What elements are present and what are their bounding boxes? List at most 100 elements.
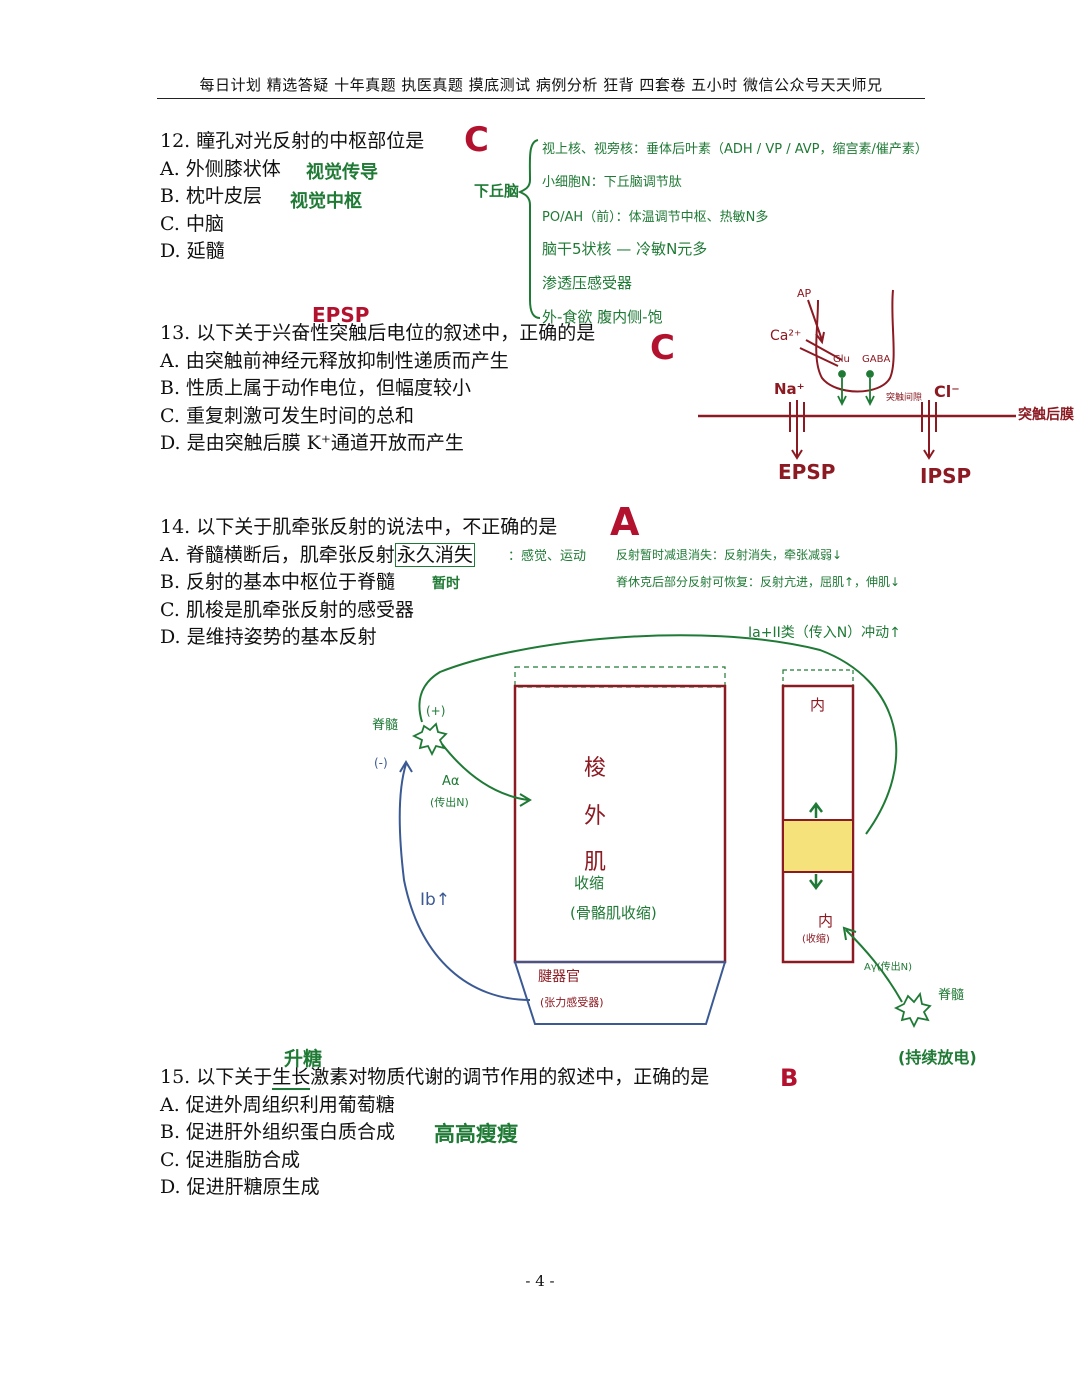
stretch-arrow-down xyxy=(809,874,823,891)
option-12-d: D. 延髓 xyxy=(160,240,225,262)
transmitter-release xyxy=(837,370,875,407)
synapse-cl-label: Cl⁻ xyxy=(934,382,960,401)
answer-15: B xyxy=(780,1064,799,1092)
question-13-stem-pre: 13. 以下关于兴奋性 xyxy=(160,322,330,344)
option-15-c: C. 促进脂肪合成 xyxy=(160,1148,300,1171)
page-header: 每日计划 精选答疑 十年真题 执医真题 摸底测试 病例分析 狂背 四套卷 五小时… xyxy=(157,74,925,99)
stretch-arrow-up xyxy=(809,801,823,818)
efferent-a-gamma xyxy=(842,926,903,1003)
intrafusal-bottom-label: 内 xyxy=(818,912,834,930)
side-note-14-1: 反射暂时减退消失：反射消失，牵张减弱↓ xyxy=(616,548,843,562)
spindle-highlight xyxy=(782,819,854,873)
option-14-a-boxed: 永久消失 xyxy=(394,542,475,567)
spinal-cord-right-label: 脊髓 xyxy=(938,988,965,1003)
question-12: 12. 瞳孔对光反射的中枢部位是 A. 外侧膝状体 B. 枕叶皮层 C. 中脑 … xyxy=(160,128,424,266)
option-14-b: B. 反射的基本中枢位于脊髓 xyxy=(160,571,396,593)
option-15-d: D. 促进肝糖原生成 xyxy=(160,1176,320,1198)
extrafusal-contract-sub-label: (骨骼肌收缩) xyxy=(570,904,657,922)
question-14: 14. 以下关于肌牵张反射的说法中，不正确的是 A. 脊髓横断后，肌牵张反射永久… xyxy=(160,514,557,652)
hypothalamus-brace xyxy=(517,139,541,319)
brace-item-5: 渗透压感受器 xyxy=(542,274,633,292)
option-12-b: B. 枕叶皮层 xyxy=(160,185,263,207)
synapse-ca-label: Ca²⁺ xyxy=(770,328,802,344)
ap-arrow xyxy=(807,299,825,345)
extrafusal-contract-label: 收缩 xyxy=(574,874,605,892)
option-13-d: D. 是由突触后膜 K⁺通道开放而产生 xyxy=(160,432,464,454)
annot-15: 升糖 xyxy=(284,1048,323,1070)
page-number: - 4 - xyxy=(525,1272,555,1290)
extrafusal-fiber xyxy=(513,684,727,964)
question-15-stem-post: 激素对物质代谢的调节作用的叙述中，正确的是 xyxy=(310,1066,710,1088)
synapse-ap-label: AP xyxy=(797,287,812,300)
answer-13: C xyxy=(650,328,675,368)
glu-vesicle xyxy=(838,370,846,378)
ca-arrows xyxy=(799,339,843,367)
annot-13-epsp: EPSP xyxy=(312,303,370,327)
note-14-b: 暂时 xyxy=(432,576,460,592)
question-13-stem: 13. 以下关于兴奋性突触后电位的叙述中，正确的是 xyxy=(160,320,595,348)
note-15-b: 高高瘦瘦 xyxy=(434,1122,518,1146)
question-15-stem-under: 生长 xyxy=(272,1066,311,1090)
question-13: 13. 以下关于兴奋性突触后电位的叙述中，正确的是 A. 由突触前神经元释放抑制… xyxy=(160,320,595,458)
option-14-c: C. 肌梭是肌牵张反射的感受器 xyxy=(160,598,414,621)
a-alpha-label: Aα xyxy=(442,774,460,789)
extrafusal-char-1: 梭 xyxy=(584,756,607,781)
synapse-cleft-label: 突触间隙 xyxy=(886,393,923,403)
synapse-na-label: Na⁺ xyxy=(774,380,805,398)
ipsp-label: IPSP xyxy=(920,464,972,488)
option-14-a-pre: A. 脊髓横断后，肌牵张反射 xyxy=(160,543,395,566)
spinal-neuron-right xyxy=(893,991,932,1029)
note-14-a: ：感觉、运动 xyxy=(508,549,587,564)
question-15-stem: 15. 以下关于生长激素对物质代谢的调节作用的叙述中，正确的是 xyxy=(160,1064,709,1092)
spinal-cord-left-label: 脊髓 xyxy=(372,718,399,733)
option-13-c: C. 重复刺激可发生时间的总和 xyxy=(160,404,414,427)
option-15-a: A. 促进外周组织利用葡萄糖 xyxy=(160,1093,395,1116)
option-13-b: B. 性质上属于动作电位，但幅度较小 xyxy=(160,377,472,399)
intrafusal-fiber-dashed xyxy=(782,669,854,687)
option-13-a: A. 由突触前神经元释放抑制性递质而产生 xyxy=(160,349,509,372)
answer-14: A xyxy=(610,500,640,544)
tendon-organ-sub-label: (张力感受器) xyxy=(540,996,604,1009)
a-gamma-label: Aγ(传出N) xyxy=(864,962,913,973)
option-12-c: C. 中脑 xyxy=(160,212,224,235)
extrafusal-char-3: 肌 xyxy=(584,850,607,875)
note-12-b: 视觉中枢 xyxy=(290,191,362,212)
tendon-organ-label: 腱器官 xyxy=(538,969,580,985)
tonic-discharge-label: (持续放电) xyxy=(898,1048,977,1067)
option-15-b: B. 促进肝外组织蛋白质合成 xyxy=(160,1121,396,1143)
epsp-label: EPSP xyxy=(778,460,836,484)
synapse-diagram xyxy=(698,289,1016,460)
afferent-ia-pathway xyxy=(418,634,898,835)
answer-12: C xyxy=(464,120,489,160)
question-13-stem-post: 触后电位的叙述中，正确的是 xyxy=(348,322,596,344)
extrafusal-fiber-dashed xyxy=(514,666,726,688)
a-alpha-sub-label: (传出N) xyxy=(430,796,469,809)
brace-item-2: 小细胞N：下丘脑调节肽 xyxy=(542,175,682,190)
intrafusal-top-label: 内 xyxy=(810,696,826,714)
note-12-a: 视觉传导 xyxy=(306,162,378,183)
question-13-stem-mid: 突 xyxy=(329,322,349,344)
presynaptic-terminal xyxy=(815,289,895,393)
minus-sign-label: (-) xyxy=(374,756,388,770)
question-15: 15. 以下关于生长激素对物质代谢的调节作用的叙述中，正确的是 A. 促进外周组… xyxy=(160,1064,709,1202)
option-12-a: A. 外侧膝状体 xyxy=(160,157,281,180)
option-14-a: A. 脊髓横断后，肌牵张反射永久消失 xyxy=(160,542,557,570)
efferent-a-alpha xyxy=(441,743,532,807)
question-14-stem: 14. 以下关于肌牵张反射的说法中，不正确的是 xyxy=(160,516,558,538)
cl-arrow xyxy=(923,400,935,460)
na-arrow xyxy=(791,400,803,460)
afferent-ib-pathway xyxy=(398,760,531,1001)
brace-item-3: PO/AH（前）：体温调节中枢、热敏N多 xyxy=(542,210,769,225)
extrafusal-char-2: 外 xyxy=(584,804,607,829)
plus-sign-label: (+) xyxy=(426,704,446,718)
brace-item-4: 脑干5状核 — 冷敏N元多 xyxy=(542,240,708,258)
gaba-vesicle xyxy=(866,370,874,378)
ib-label: Ib↑ xyxy=(420,890,451,910)
postsynaptic-membrane-label: 突触后膜 xyxy=(1018,407,1074,423)
synapse-gaba-label: GABA xyxy=(862,354,891,365)
brace-item-6: 外-食欲 腹内侧-饱 xyxy=(542,308,663,326)
intrafusal-bottom-sub-label: (收缩) xyxy=(802,934,830,945)
question-12-stem: 12. 瞳孔对光反射的中枢部位是 xyxy=(160,130,425,152)
question-15-stem-pre: 15. 以下关于 xyxy=(160,1066,273,1088)
